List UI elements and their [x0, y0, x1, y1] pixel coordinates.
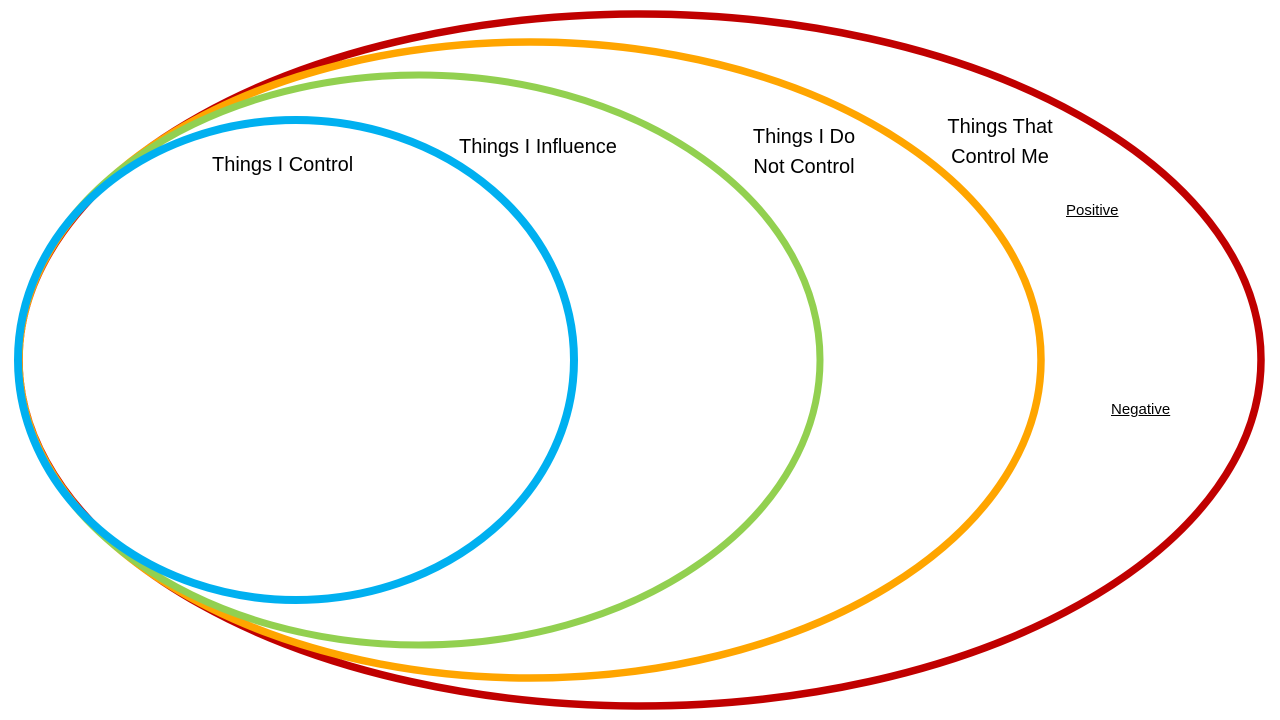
- label-things-i-do-not-control: Things I Do Not Control: [752, 126, 856, 178]
- ring-things-i-control: [14, 116, 578, 604]
- label-things-i-influence: Things I Influence: [459, 136, 617, 158]
- label-things-i-control: Things I Control: [212, 154, 354, 176]
- label-things-that-control-me: Things That Control Me: [947, 116, 1053, 168]
- annotation-negative: Negative: [1111, 401, 1171, 418]
- annotation-positive: Positive: [1066, 202, 1119, 219]
